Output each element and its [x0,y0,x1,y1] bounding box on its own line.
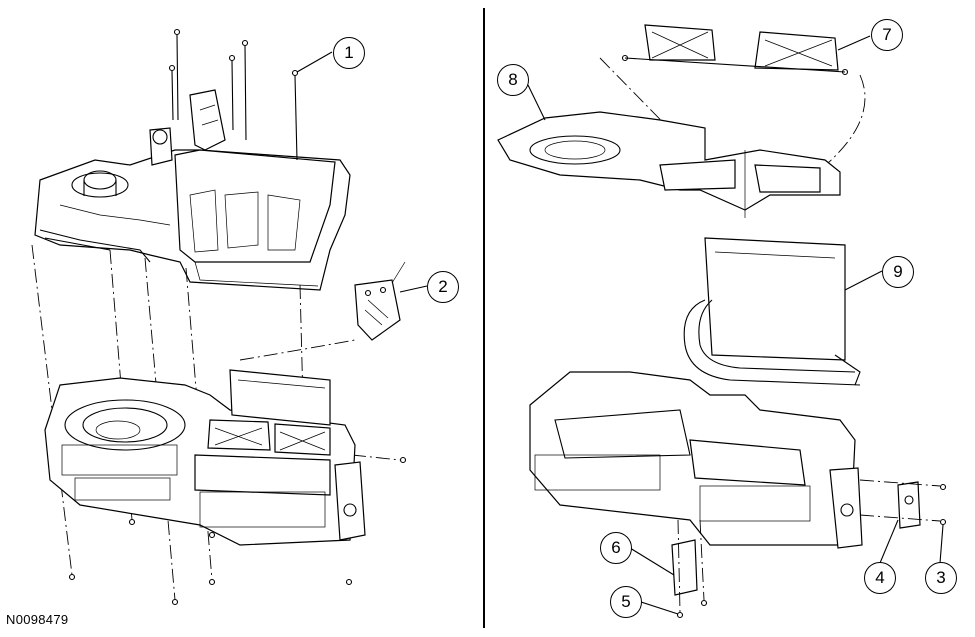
callout-1: 1 [333,37,365,69]
callout-3: 3 [925,562,957,594]
callout-label: 9 [893,262,903,281]
callout-label: 7 [882,25,892,44]
left-screws [168,28,299,161]
leader-lines [296,35,944,615]
right-parts-3-4-actuator [859,479,947,529]
callout-9: 9 [882,256,914,288]
callout-8: 8 [497,64,529,96]
callout-5: 5 [610,586,642,618]
left-part-2-plate [354,261,406,341]
right-lower-housing [529,371,863,549]
callout-label: 2 [438,277,448,296]
panel-divider [483,8,485,628]
right-part-7-doors [599,24,866,171]
figure-id: N0098479 [6,612,69,627]
callout-label: 5 [621,592,631,611]
callout-label: 1 [344,43,354,62]
right-part-8-upper-duct [497,111,841,218]
left-lower-housing [44,369,366,546]
callout-7: 7 [871,19,903,51]
callout-4: 4 [864,562,896,594]
callout-label: 6 [611,538,621,557]
callout-2: 2 [427,271,459,303]
callout-label: 4 [875,568,885,587]
callout-6: 6 [600,532,632,564]
right-parts-5-6-bracket [671,519,708,619]
callout-label: 8 [508,70,518,89]
left-upper-housing [34,89,351,291]
callout-label: 3 [936,568,946,587]
right-part-9-heater-core [683,237,861,386]
